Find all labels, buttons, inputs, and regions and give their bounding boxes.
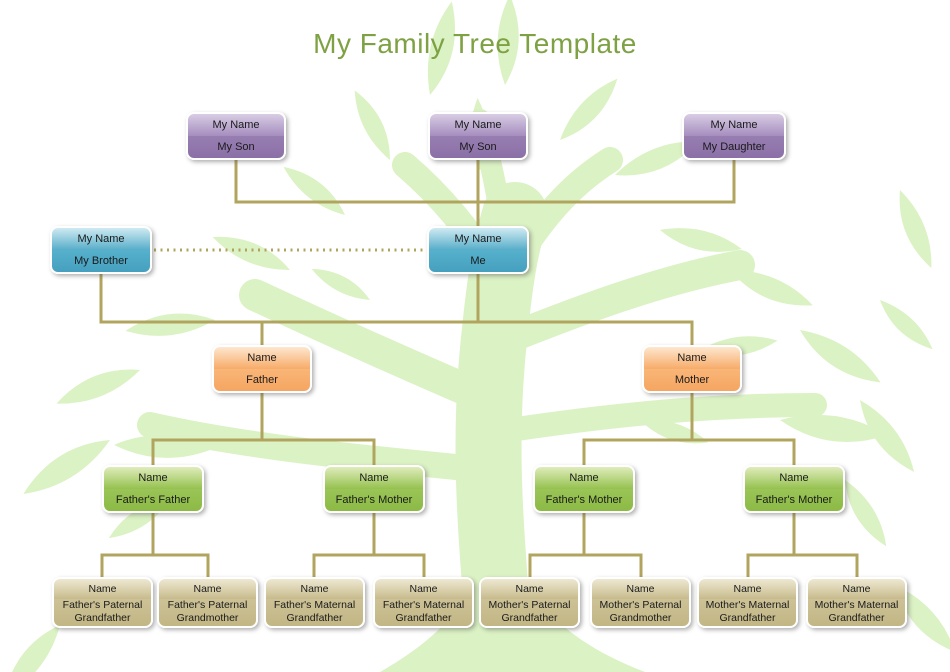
node-name-label: Name [159,579,256,599]
node-great-grandparent-7[interactable]: Name Mother's Maternal Grandfather [697,577,798,628]
node-name-label: Name [104,467,202,489]
connector-father-gps [151,393,376,465]
node-grandparent-3[interactable]: Name Father's Mother [533,465,635,513]
node-relation-label: My Son [430,136,526,158]
connector-gp2 [312,513,426,577]
node-name-label: Name [481,579,578,599]
node-name-label: Name [266,579,363,599]
node-relation-label: Father's Maternal Grandfather [375,599,472,626]
node-relation-label: Father's Mother [325,489,423,511]
connector-gp4 [746,513,859,577]
node-relation-label: My Brother [52,250,150,272]
node-great-grandparent-3[interactable]: Name Father's Maternal Grandfather [264,577,365,628]
node-mother[interactable]: Name Mother [642,345,742,393]
node-relation-label: Father's Maternal Grandfather [266,599,363,626]
node-grandparent-2[interactable]: Name Father's Mother [323,465,425,513]
node-name-label: Name [644,347,740,369]
connector-children [234,160,736,226]
page-title: My Family Tree Template [313,28,637,59]
node-name-label: Name [592,579,689,599]
node-relation-label: Father's Father [104,489,202,511]
node-name-label: Name [325,467,423,489]
node-name-label: Name [54,579,151,599]
node-name-label: Name [699,579,796,599]
node-great-grandparent-6[interactable]: Name Mother's Paternal Grandmother [590,577,691,628]
node-name-label: My Name [684,114,784,136]
connector-gp3 [528,513,643,577]
node-name-label: My Name [188,114,284,136]
node-name-label: My Name [430,114,526,136]
node-name-label: My Name [429,228,527,250]
node-name-label: My Name [52,228,150,250]
node-great-grandparent-8[interactable]: Name Mother's Maternal Grandfather [806,577,907,628]
node-relation-label: My Daughter [684,136,784,158]
node-name-label: Name [214,347,310,369]
node-relation-label: Father's Paternal Grandmother [159,599,256,626]
node-name-label: Name [808,579,905,599]
node-relation-label: Father's Paternal Grandfather [54,599,151,626]
node-relation-label: Father [214,369,310,391]
node-grandparent-4[interactable]: Name Father's Mother [743,465,845,513]
node-relation-label: Me [429,250,527,272]
node-name-label: Name [535,467,633,489]
node-relation-label: Mother's Paternal Grandfather [481,599,578,626]
node-my-brother[interactable]: My Name My Brother [50,226,152,274]
node-relation-label: Mother's Paternal Grandmother [592,599,689,626]
node-my-daughter[interactable]: My Name My Daughter [682,112,786,160]
node-my-son-2[interactable]: My Name My Son [428,112,528,160]
node-relation-label: Mother's Maternal Grandfather [808,599,905,626]
node-relation-label: Father's Mother [745,489,843,511]
node-grandparent-1[interactable]: Name Father's Father [102,465,204,513]
node-great-grandparent-5[interactable]: Name Mother's Paternal Grandfather [479,577,580,628]
node-relation-label: Mother's Maternal Grandfather [699,599,796,626]
node-me[interactable]: My Name Me [427,226,529,274]
connector-mother-gps [582,393,796,465]
node-name-label: Name [375,579,472,599]
connector-parents [99,274,694,345]
node-my-son-1[interactable]: My Name My Son [186,112,286,160]
node-relation-label: My Son [188,136,284,158]
node-great-grandparent-4[interactable]: Name Father's Maternal Grandfather [373,577,474,628]
node-father[interactable]: Name Father [212,345,312,393]
node-great-grandparent-2[interactable]: Name Father's Paternal Grandmother [157,577,258,628]
node-name-label: Name [745,467,843,489]
node-relation-label: Father's Mother [535,489,633,511]
connector-gp1 [100,513,210,577]
node-great-grandparent-1[interactable]: Name Father's Paternal Grandfather [52,577,153,628]
node-relation-label: Mother [644,369,740,391]
